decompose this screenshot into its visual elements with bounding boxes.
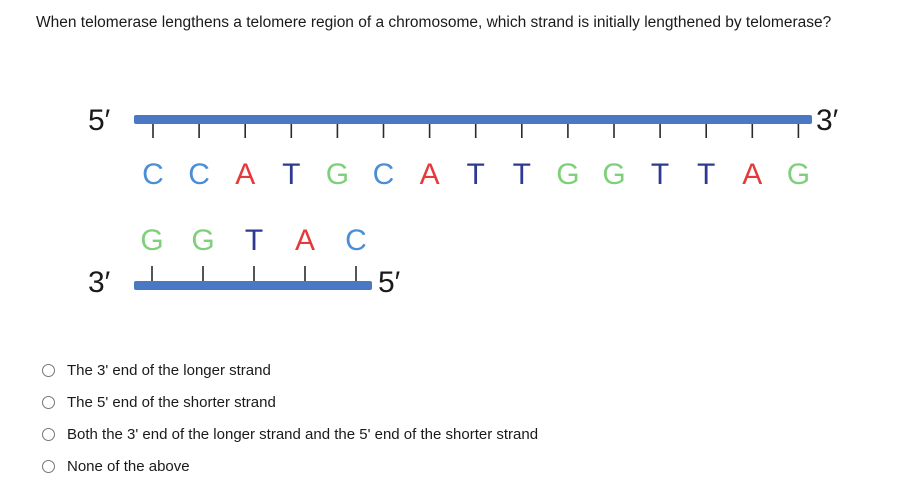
long-strand-base: A — [742, 158, 762, 191]
long-strand-base: G — [326, 158, 349, 191]
radio-button[interactable] — [42, 459, 55, 473]
radio-button[interactable] — [42, 363, 55, 377]
option-shorter-5-end[interactable]: The 5' end of the shorter strand — [42, 386, 538, 418]
long-strand-base: C — [142, 158, 164, 191]
long-strand-base: G — [787, 158, 810, 191]
short-strand-backbone — [134, 281, 372, 290]
option-label: The 3' end of the longer strand — [67, 361, 271, 379]
option-label: The 5' end of the shorter strand — [67, 393, 276, 411]
short-strand-ticks — [151, 266, 357, 281]
long-strand-base: T — [282, 158, 300, 191]
radio-button[interactable] — [42, 427, 55, 441]
long-strand-base: T — [697, 158, 715, 191]
short-strand-base: G — [191, 224, 214, 257]
short-strand-right-end: 5′ — [378, 266, 401, 299]
option-both[interactable]: Both the 3' end of the longer strand and… — [42, 418, 538, 450]
long-strand-base: T — [467, 158, 485, 191]
long-strand-base: T — [651, 158, 669, 191]
long-strand-base: T — [513, 158, 531, 191]
long-strand-base: C — [188, 158, 210, 191]
long-strand-backbone — [134, 115, 812, 124]
long-strand-left-end: 5′ — [88, 104, 111, 137]
long-strand-base: A — [420, 158, 440, 191]
long-strand-base: G — [556, 158, 579, 191]
long-strand-base: C — [373, 158, 395, 191]
short-strand-left-end: 3′ — [88, 266, 111, 299]
option-longer-3-end[interactable]: The 3' end of the longer strand — [42, 354, 538, 386]
option-label: None of the above — [67, 457, 190, 475]
option-none[interactable]: None of the above — [42, 450, 538, 482]
short-strand-base: T — [245, 224, 263, 257]
question-text: When telomerase lengthens a telomere reg… — [36, 14, 832, 31]
option-label: Both the 3' end of the longer strand and… — [67, 425, 539, 443]
short-strand-base: A — [295, 224, 315, 257]
long-strand-base: G — [602, 158, 625, 191]
radio-button[interactable] — [42, 395, 55, 409]
long-strand-base: A — [235, 158, 255, 191]
answer-options: The 3' end of the longer strand The 5' e… — [42, 354, 538, 482]
long-strand-right-end: 3′ — [816, 104, 839, 137]
short-strand-base: C — [345, 224, 367, 257]
long-strand-ticks — [152, 124, 800, 138]
short-strand-base: G — [140, 224, 163, 257]
